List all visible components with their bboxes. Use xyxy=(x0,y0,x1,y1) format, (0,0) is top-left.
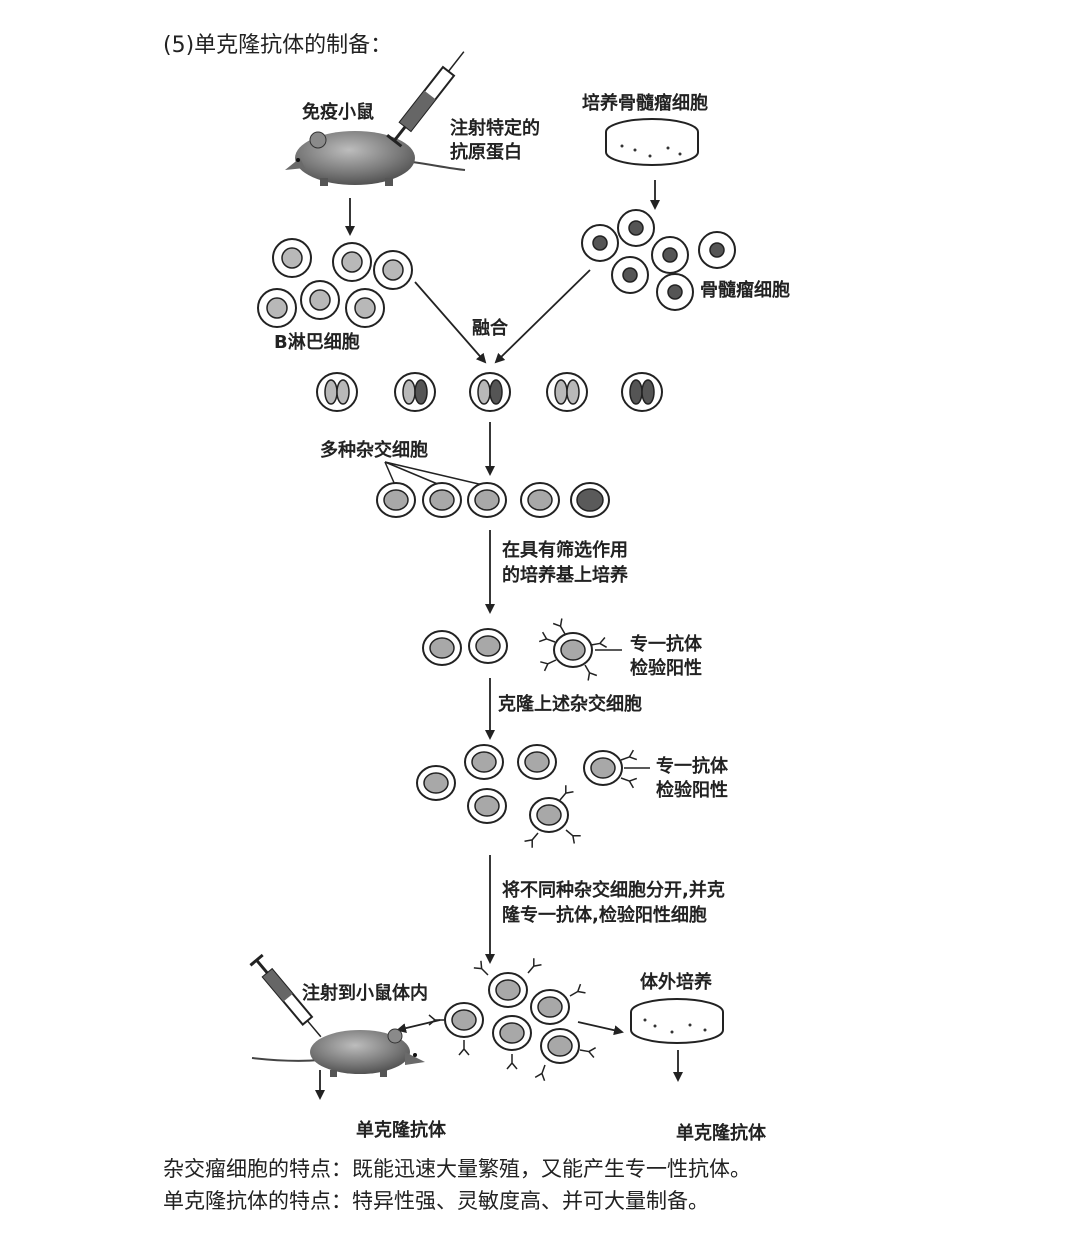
syringe-bottom-icon xyxy=(249,953,322,1038)
section-heading: (5)单克隆抗体的制备： xyxy=(163,33,393,58)
label-selective-1: 在具有筛选作用 xyxy=(502,540,628,561)
selected-cell-row xyxy=(422,617,608,682)
label-b-cells: B淋巴细胞 xyxy=(274,332,360,353)
label-antibody-pos-b2: 检验阳性 xyxy=(656,780,728,801)
hybrid-cell-row xyxy=(376,482,610,518)
bottom-cell-cluster xyxy=(428,957,597,1082)
label-antibody-pos-a1: 专一抗体 xyxy=(630,634,702,655)
label-immune-mouse: 免疫小鼠 xyxy=(302,102,374,123)
label-inject-mouse: 注射到小鼠体内 xyxy=(302,983,428,1004)
label-mab-left: 单克隆抗体 xyxy=(356,1120,446,1141)
label-myeloma-cells: 骨髓瘤细胞 xyxy=(700,280,790,301)
label-selective-2: 的培养基上培养 xyxy=(502,565,628,586)
culture-dish-top-icon xyxy=(605,118,699,166)
culture-dish-bottom-icon xyxy=(630,998,724,1044)
cloned-cell-cluster xyxy=(416,744,638,849)
label-antibody-pos-b1: 专一抗体 xyxy=(656,756,728,777)
label-separate-2: 隆专一抗体,检验阳性细胞 xyxy=(502,905,707,926)
mouse-top-icon xyxy=(285,131,466,186)
label-in-vitro: 体外培养 xyxy=(640,972,712,993)
label-separate-1: 将不同种杂交细胞分开,并克 xyxy=(502,880,725,901)
mouse-bottom-icon xyxy=(251,1028,425,1077)
label-hybrid-cells: 多种杂交细胞 xyxy=(320,440,428,461)
footer-line-2: 单克隆抗体的特点：特异性强、灵敏度高、并可大量制备。 xyxy=(163,1189,709,1213)
fused-cell-row xyxy=(316,372,663,412)
label-fusion: 融合 xyxy=(472,318,508,339)
label-culture-myeloma: 培养骨髓瘤细胞 xyxy=(582,93,708,114)
label-inject-antigen-1: 注射特定的 xyxy=(450,118,540,139)
label-antibody-pos-a2: 检验阳性 xyxy=(630,658,702,679)
b-lymphocyte-cells xyxy=(257,238,413,328)
footer-line-1: 杂交瘤细胞的特点：既能迅速大量繁殖，又能产生专一性抗体。 xyxy=(163,1157,751,1181)
syringe-top-icon xyxy=(386,51,465,148)
label-inject-antigen-2: 抗原蛋白 xyxy=(450,142,522,163)
label-mab-right: 单克隆抗体 xyxy=(676,1123,766,1144)
label-clone-hybrid: 克隆上述杂交细胞 xyxy=(498,694,642,715)
